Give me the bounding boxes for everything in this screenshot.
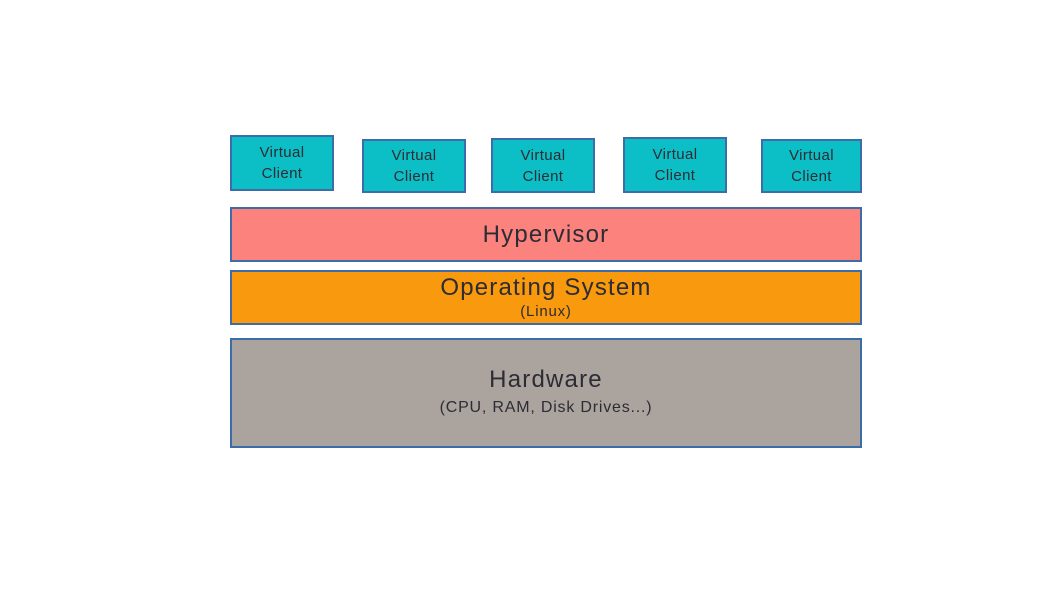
virtual-client-label-line1: Virtual (788, 147, 835, 164)
hardware-layer-subtitle: (CPU, RAM, Disk Drives...) (439, 399, 653, 416)
operating-system-layer-title: Operating System (440, 273, 652, 301)
virtual-client-box-4: Virtual Client (623, 137, 727, 193)
virtual-client-box-2: Virtual Client (362, 139, 466, 193)
virtual-client-label-line2: Client (522, 167, 564, 185)
operating-system-layer-subtitle: (Linux) (520, 302, 572, 320)
virtual-client-label-line1: Virtual (259, 144, 305, 161)
virtual-client-label-line2: Client (654, 167, 696, 184)
hypervisor-layer-title: Hypervisor (482, 220, 610, 248)
virtual-client-label-line1: Virtual (520, 146, 566, 164)
hypervisor-layer: Hypervisor (230, 207, 862, 262)
virtual-client-box-1: Virtual Client (230, 135, 334, 191)
hardware-layer: Hardware (CPU, RAM, Disk Drives...) (230, 338, 862, 448)
virtual-client-box-3: Virtual Client (491, 138, 595, 193)
virtual-client-label-line2: Client (261, 165, 303, 182)
virtual-client-label-line1: Virtual (391, 147, 437, 164)
virtual-client-label-line2: Client (393, 168, 435, 185)
hardware-layer-title: Hardware (489, 366, 603, 393)
virtual-client-box-5: Virtual Client (761, 139, 862, 193)
virtual-client-label-line2: Client (791, 168, 832, 185)
operating-system-layer: Operating System (Linux) (230, 270, 862, 325)
virtual-client-label-line1: Virtual (652, 146, 698, 163)
